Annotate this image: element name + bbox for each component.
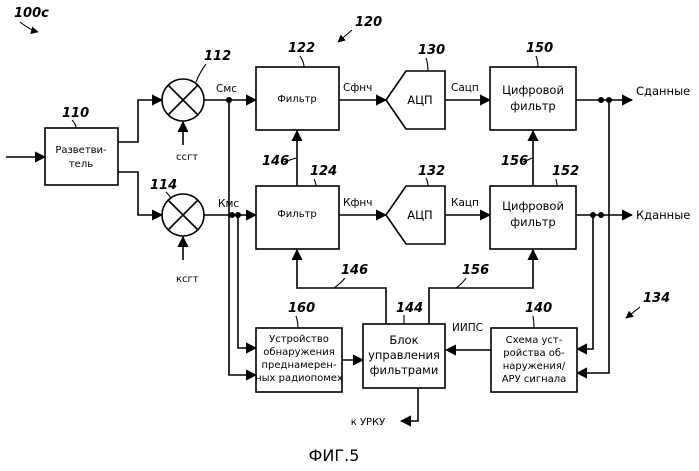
splitter-ref: 110 <box>62 106 89 121</box>
ctrl-156-ref-b: 156 <box>462 263 489 278</box>
sine-lo-label: ксгт <box>176 274 199 285</box>
filter-control-ref: 144 <box>396 301 423 316</box>
jammer-detector-ref-leader <box>296 316 298 328</box>
splitter-label-2: тель <box>69 159 93 170</box>
adc-bottom-ref-leader <box>426 178 428 186</box>
splitter-block <box>45 128 118 185</box>
i-tap-to-jammer <box>229 100 256 375</box>
jammer-detector-line-2: обнаружения <box>263 347 334 358</box>
figure-ref-leader <box>20 22 38 32</box>
to-rfagc-label: к УРКУ <box>351 417 386 428</box>
splitter-ref-leader <box>72 120 76 128</box>
jammer-detector-line-1: Устройство <box>269 334 329 345</box>
q-data-junction-2 <box>598 212 604 218</box>
mixer-top <box>162 79 204 121</box>
adc-bottom-ref: 132 <box>418 164 445 179</box>
jammer-detector-ref: 160 <box>288 301 315 316</box>
agc-detector-line-4: АРУ сигнала <box>502 374 567 385</box>
group-ref-120: 120 <box>355 15 382 30</box>
ctrl-146-ref-b: 146 <box>341 263 368 278</box>
digital-filter-bottom-ref: 152 <box>552 164 579 179</box>
digital-filter-bottom-ref-leader <box>556 179 557 186</box>
splitter-label-1: Разветви- <box>55 145 107 156</box>
filter-bottom-ref-leader <box>314 179 316 186</box>
filter-top-ref-leader <box>300 56 304 67</box>
adc-top-label: АЦП <box>407 93 432 107</box>
filter-control-line-3: фильтрами <box>370 363 439 377</box>
q-tap-to-jammer <box>238 215 256 348</box>
splitter-to-mixer-top <box>118 100 162 142</box>
group-ref-134-leader <box>626 307 640 318</box>
figure-ref: 100c <box>14 6 49 21</box>
group-ref-134: 134 <box>643 291 670 306</box>
digital-filter-bottom-label-1: Цифровой <box>502 199 564 213</box>
q-adc-label: Кацп <box>451 197 479 209</box>
agc-detector-ref: 140 <box>525 301 552 316</box>
mixer-top-ref: 112 <box>204 49 231 64</box>
i-mixed-label: Смс <box>216 83 237 95</box>
figure-caption: ФИГ.5 <box>309 446 360 465</box>
adc-top-ref: 130 <box>418 43 445 58</box>
jammer-detector-line-4: ных радиопомех <box>255 373 343 384</box>
cosine-lo-label: ссгт <box>176 152 198 163</box>
mixer-bottom <box>162 194 204 236</box>
i-data-label: Сданные <box>636 84 690 98</box>
digital-filter-top-label-1: Цифровой <box>502 83 564 97</box>
filter-control-line-2: управления <box>368 348 440 362</box>
agc-detector-line-2: ройства об- <box>503 348 565 359</box>
mixer-top-ref-leader <box>196 64 206 82</box>
i-adc-label: Сацп <box>451 82 479 94</box>
to-rfagc-line <box>401 388 418 421</box>
filter-top-ref: 122 <box>288 41 315 56</box>
adc-top-ref-leader <box>426 58 428 71</box>
digital-filter-top-ref-leader <box>536 56 538 67</box>
group-ref-120-leader <box>338 30 352 42</box>
agc-detector-line-3: наружения/ <box>503 361 566 372</box>
filter-bottom-label: Фильтр <box>277 209 317 220</box>
q-lpf-label: Кфнч <box>343 197 373 209</box>
q-mixed-junction-1 <box>229 212 235 218</box>
digital-filter-bottom-label-2: фильтр <box>510 215 555 229</box>
filter-bottom-ref: 124 <box>310 164 337 179</box>
ctrl-156-line <box>429 250 533 324</box>
agc-detector-line-1: Схема уст- <box>506 335 563 346</box>
ctrl-156-ref-b-leader <box>456 278 466 288</box>
digital-filter-top-label-2: фильтр <box>510 99 555 113</box>
power-signal-label: ИИПС <box>452 322 483 334</box>
agc-detector-ref-leader <box>533 316 534 328</box>
mixer-bottom-ref-leader <box>166 192 171 199</box>
i-data-junction-1 <box>598 97 604 103</box>
mixer-bottom-ref: 114 <box>150 178 177 193</box>
jammer-detector-line-3: преднамерен- <box>262 360 337 371</box>
adc-bottom-label: АЦП <box>407 208 432 222</box>
digital-filter-top-ref: 150 <box>526 41 553 56</box>
filter-control-line-1: Блок <box>389 333 418 347</box>
q-data-tap-to-agc <box>577 215 593 349</box>
i-lpf-label: Сфнч <box>343 82 372 94</box>
q-data-label: Кданные <box>636 208 690 222</box>
ctrl-146-ref-b-leader <box>334 278 345 288</box>
filter-top-label: Фильтр <box>277 94 317 105</box>
